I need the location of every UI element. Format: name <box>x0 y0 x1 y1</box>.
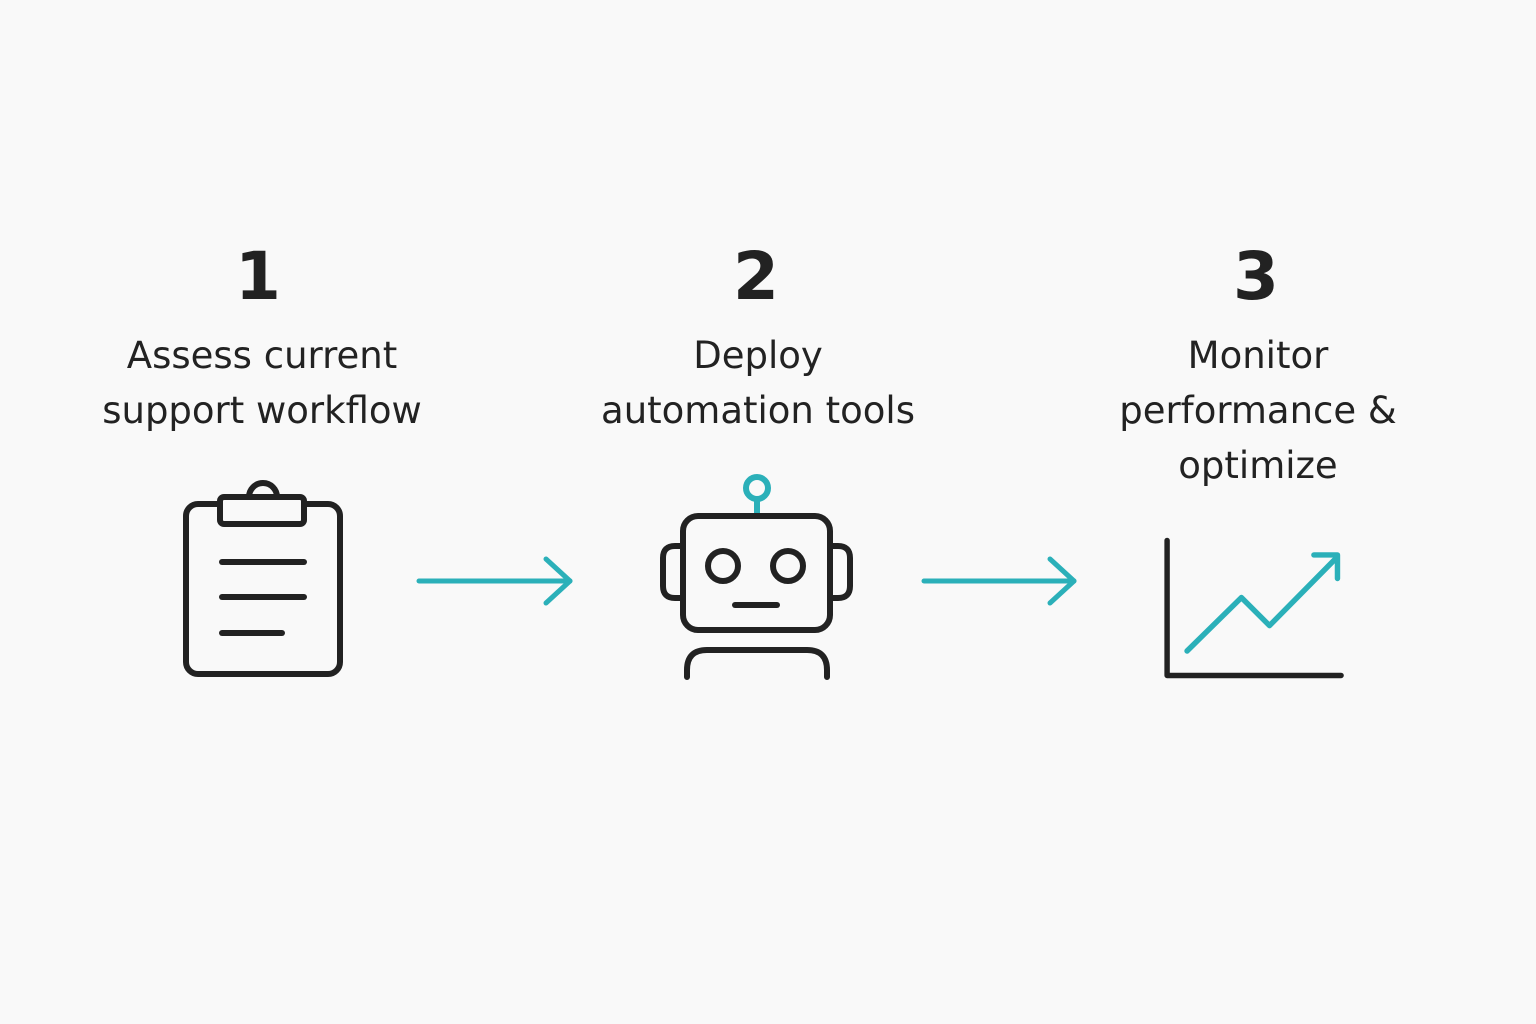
step-3-number: 3 <box>1233 238 1279 315</box>
arrow-right-icon <box>921 556 1077 606</box>
step-2-label-line-2: automation tools <box>601 389 915 432</box>
step-3-label: Monitor performance & optimize <box>1038 328 1478 493</box>
arrow-right-icon <box>416 556 573 606</box>
clipboard-icon <box>183 480 343 677</box>
step-3-label-line-1: Monitor <box>1187 334 1329 377</box>
step-1-label-line-2: support workflow <box>102 389 422 432</box>
step-2-number: 2 <box>733 238 779 315</box>
step-1-label-line-1: Assess current <box>126 334 398 377</box>
step-2-label-line-1: Deploy <box>693 334 823 377</box>
step-1-label: Assess current support workflow <box>42 328 482 438</box>
step-3-label-line-2: performance & <box>1119 389 1397 432</box>
step-2-label: Deploy automation tools <box>538 328 978 438</box>
line-chart-icon <box>1164 537 1344 679</box>
robot-icon <box>660 474 853 680</box>
step-1-number: 1 <box>235 238 281 315</box>
step-3-label-line-3: optimize <box>1178 444 1338 487</box>
